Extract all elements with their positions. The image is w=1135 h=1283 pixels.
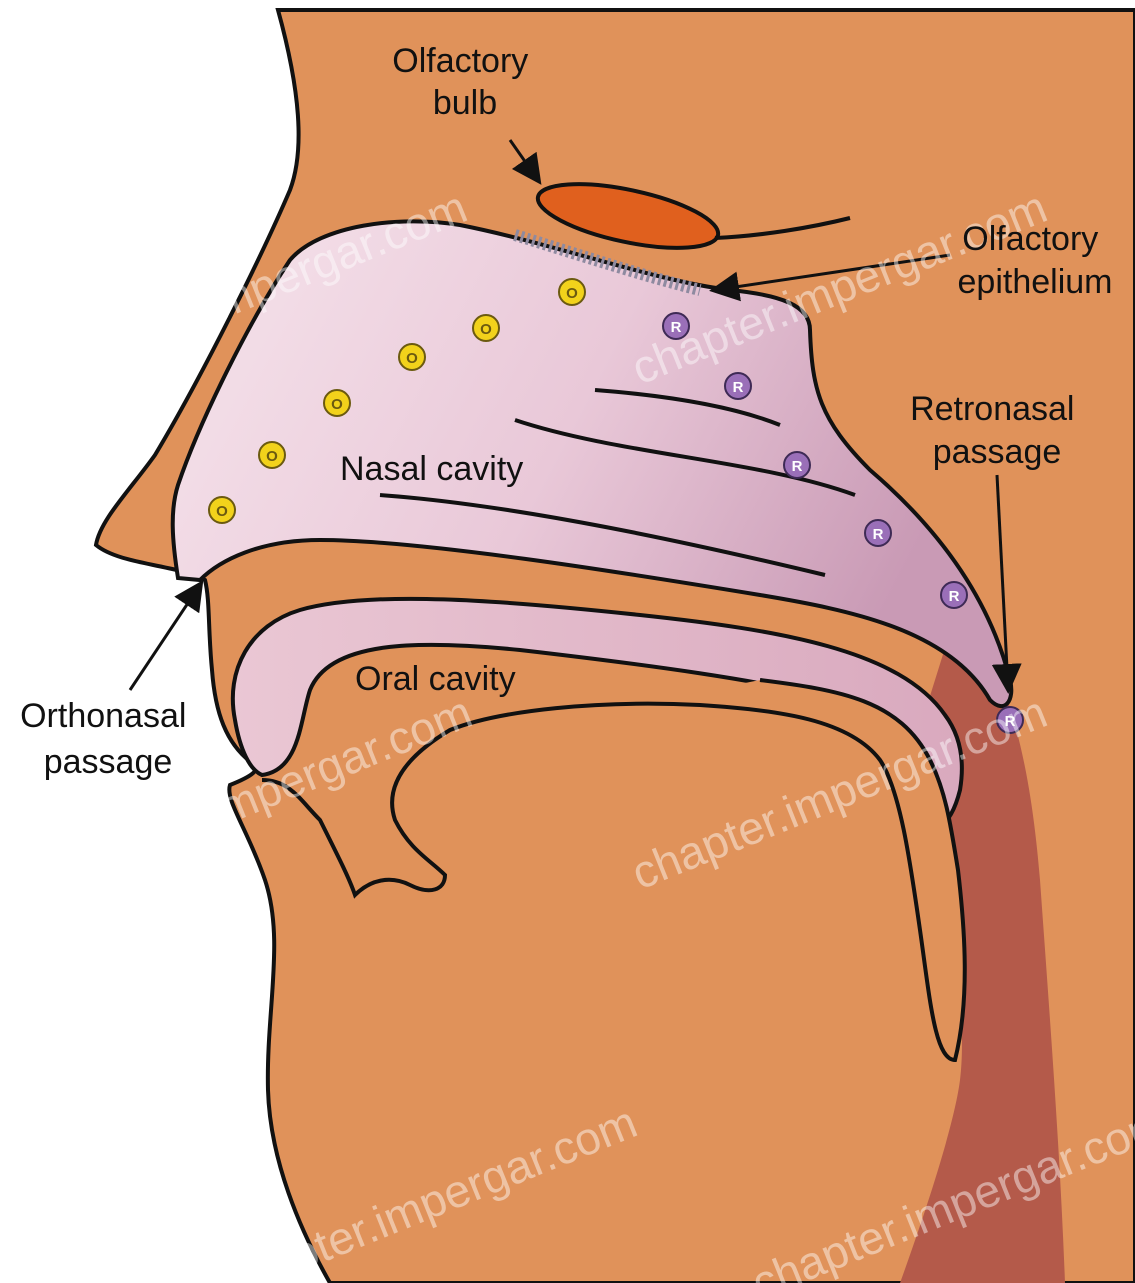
- svg-text:R: R: [949, 588, 960, 605]
- retronasal-marker: R: [865, 520, 891, 546]
- svg-text:O: O: [216, 503, 228, 520]
- retronasal-marker: R: [941, 582, 967, 608]
- oral-cavity-label: Oral cavity: [355, 660, 516, 698]
- orthonasal-passage-arrow: [130, 585, 200, 690]
- orthonasal-marker: O: [324, 390, 350, 416]
- svg-text:R: R: [792, 458, 803, 475]
- orthonasal-marker: O: [559, 279, 585, 305]
- svg-text:O: O: [266, 448, 278, 465]
- retronasal-marker: R: [725, 373, 751, 399]
- orthonasal-marker: O: [473, 315, 499, 341]
- svg-text:O: O: [566, 285, 578, 302]
- orthonasal-marker: O: [259, 442, 285, 468]
- svg-text:O: O: [480, 321, 492, 338]
- svg-text:R: R: [733, 379, 744, 396]
- orthonasal-marker: O: [209, 497, 235, 523]
- orthonasal-marker: O: [399, 344, 425, 370]
- orthonasal-passage-label: Orthonasal passage: [20, 697, 196, 781]
- nasal-cavity-label: Nasal cavity: [340, 450, 523, 488]
- svg-text:O: O: [406, 350, 418, 367]
- svg-text:R: R: [873, 526, 884, 543]
- retronasal-marker: R: [784, 452, 810, 478]
- svg-text:O: O: [331, 396, 343, 413]
